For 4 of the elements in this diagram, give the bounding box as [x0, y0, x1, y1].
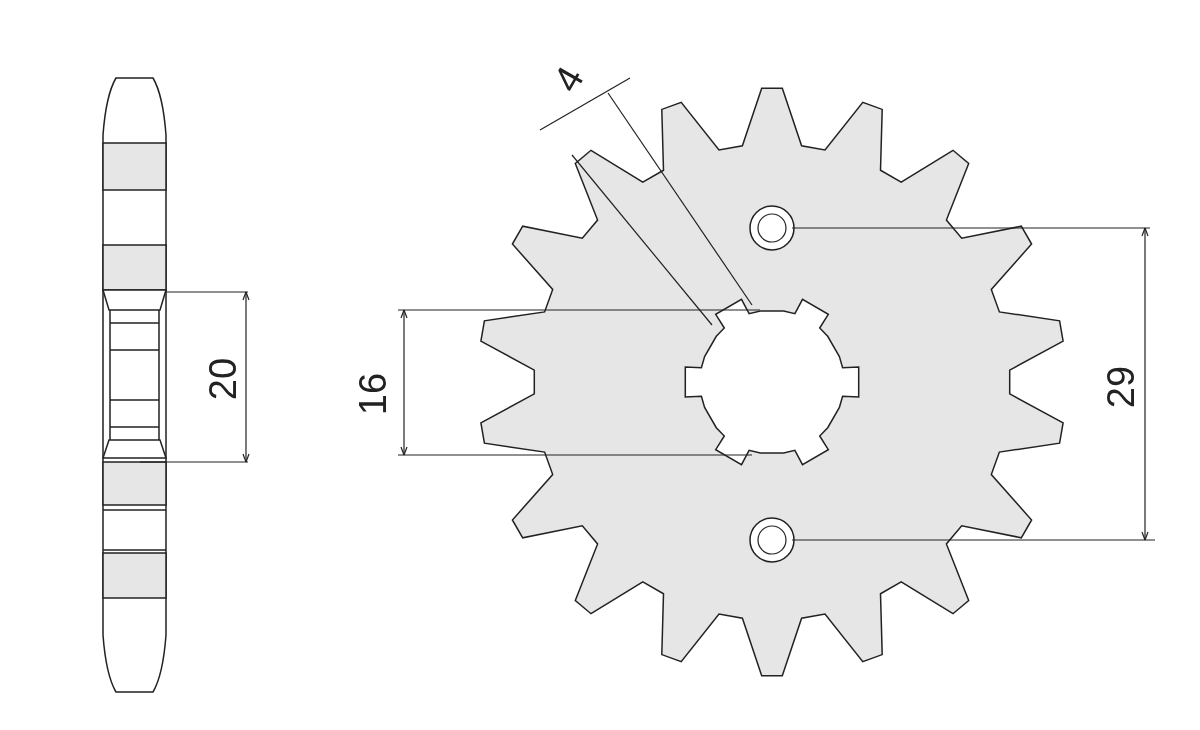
dimension-value: 16: [354, 372, 393, 416]
dimension-value: 29: [1102, 365, 1141, 409]
dimension-value: 4: [546, 60, 591, 98]
dimension-value: 20: [204, 357, 243, 401]
